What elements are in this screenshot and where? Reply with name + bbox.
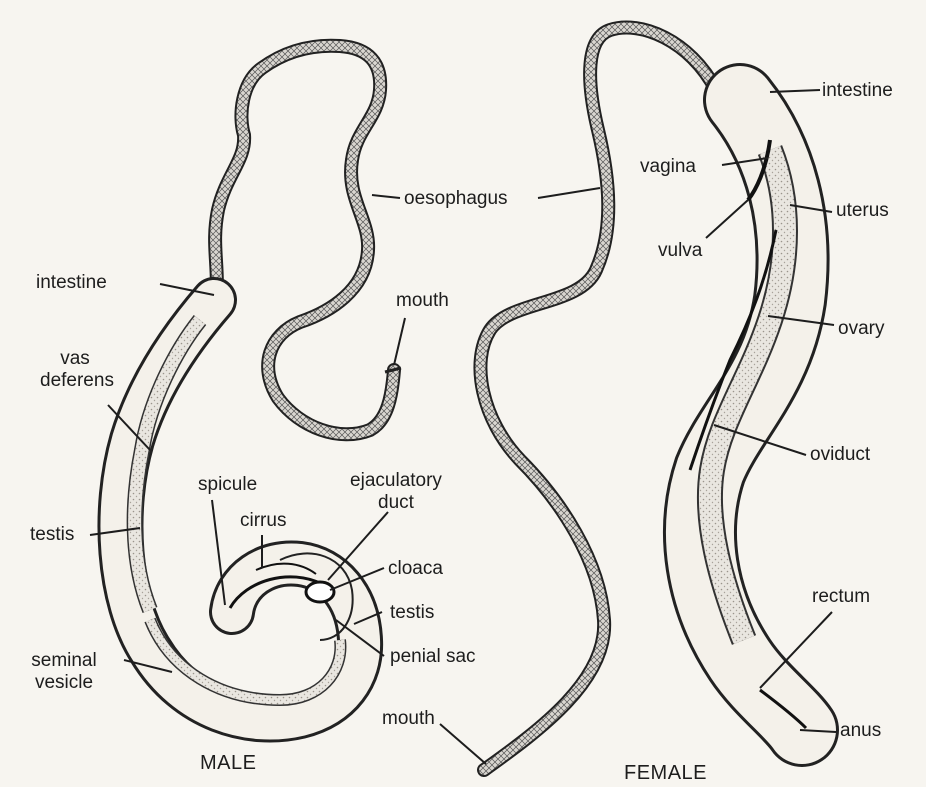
label-male-cirrus: cirrus xyxy=(240,510,286,532)
label-male-testis-right: testis xyxy=(390,602,434,624)
label-female-oviduct: oviduct xyxy=(810,444,870,466)
label-female-mouth: mouth xyxy=(382,708,435,730)
label-male-intestine: intestine xyxy=(36,272,107,294)
label-female-rectum: rectum xyxy=(812,586,870,608)
label-male-vas-deferens: vas deferens xyxy=(40,348,110,392)
caption-male: MALE xyxy=(200,752,256,774)
leader-male-mouth xyxy=(394,318,405,365)
label-female-ovary: ovary xyxy=(838,318,884,340)
label-male-cloaca: cloaca xyxy=(388,558,443,580)
female-worm xyxy=(480,28,806,771)
label-male-ejaculatory-duct: ejaculatory duct xyxy=(334,470,458,514)
label-female-intestine: intestine xyxy=(822,80,893,102)
label-male-oesophagus: oesophagus xyxy=(404,188,508,210)
leader-female-oesophagus xyxy=(538,188,600,198)
label-female-vulva: vulva xyxy=(658,240,702,262)
label-male-mouth: mouth xyxy=(396,290,449,312)
male-cloaca xyxy=(306,582,334,602)
leader-female-vulva xyxy=(706,200,748,238)
label-male-penial-sac: penial sac xyxy=(390,646,476,668)
caption-female: FEMALE xyxy=(624,762,707,784)
leader-male-oesophagus xyxy=(372,195,400,198)
label-male-testis-left: testis xyxy=(30,524,74,546)
label-male-seminal-vesicle: seminal vesicle xyxy=(12,650,116,694)
leader-female-mouth xyxy=(440,724,486,764)
label-male-spicule: spicule xyxy=(198,474,257,496)
male-worm xyxy=(120,46,401,720)
label-female-uterus: uterus xyxy=(836,200,889,222)
label-female-vagina: vagina xyxy=(640,156,696,178)
label-female-anus: anus xyxy=(840,720,881,742)
